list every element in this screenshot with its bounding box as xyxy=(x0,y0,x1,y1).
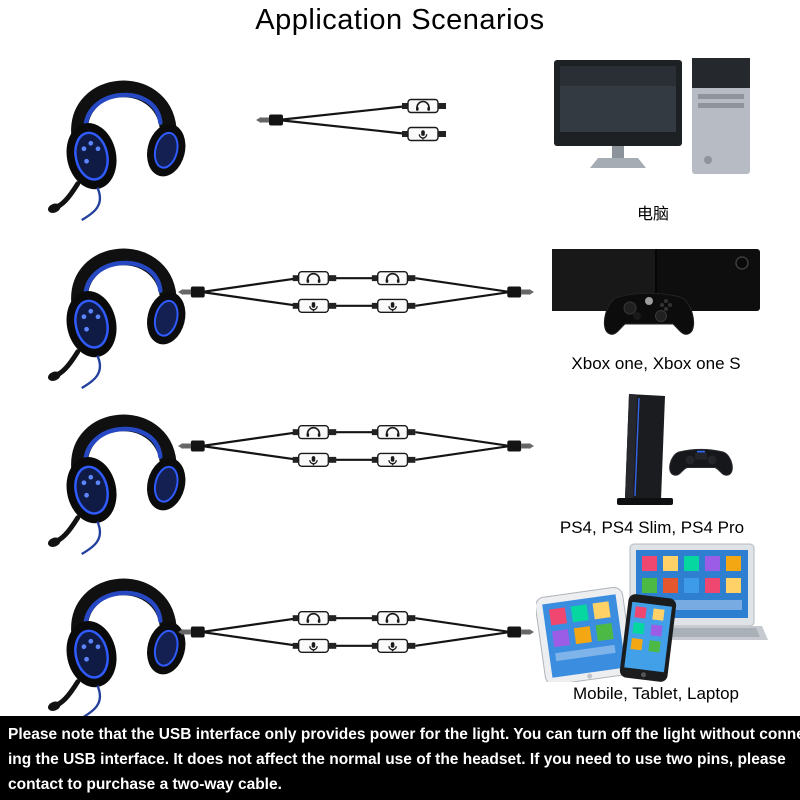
footer-note: Please note that the USB interface only … xyxy=(0,716,800,800)
note-line-3: contact to purchase a two-way cable. xyxy=(8,776,282,793)
gaming-headset-image-1 xyxy=(46,50,198,222)
mobile-tablet-laptop-image xyxy=(536,542,768,682)
gaming-headset-image-2 xyxy=(46,218,198,390)
note-line-2: ing the USB interface. It does not affec… xyxy=(8,751,786,768)
desktop-computer-image xyxy=(548,56,758,196)
note-line-1: Please note that the USB interface only … xyxy=(8,726,800,743)
splitter-extension-cable-icon-1 xyxy=(178,268,534,316)
splitter-extension-cable-icon-2 xyxy=(178,422,534,470)
gaming-headset-image-4 xyxy=(46,548,198,720)
page-title: Application Scenarios xyxy=(255,4,545,36)
gaming-headset-image-3 xyxy=(46,384,198,556)
scenario-label-pc: 电脑 xyxy=(636,206,669,223)
splitter-extension-cable-icon-3 xyxy=(178,608,534,656)
scenario-label-xbox: Xbox one, Xbox one S xyxy=(571,354,741,373)
xbox-console-image xyxy=(550,245,762,353)
scenario-label-ps4: PS4, PS4 Slim, PS4 Pro xyxy=(559,518,745,537)
scenario-label-mobile: Mobile, Tablet, Laptop xyxy=(572,684,740,703)
y-splitter-cable-icon xyxy=(256,96,466,144)
ps4-console-image xyxy=(575,390,750,518)
